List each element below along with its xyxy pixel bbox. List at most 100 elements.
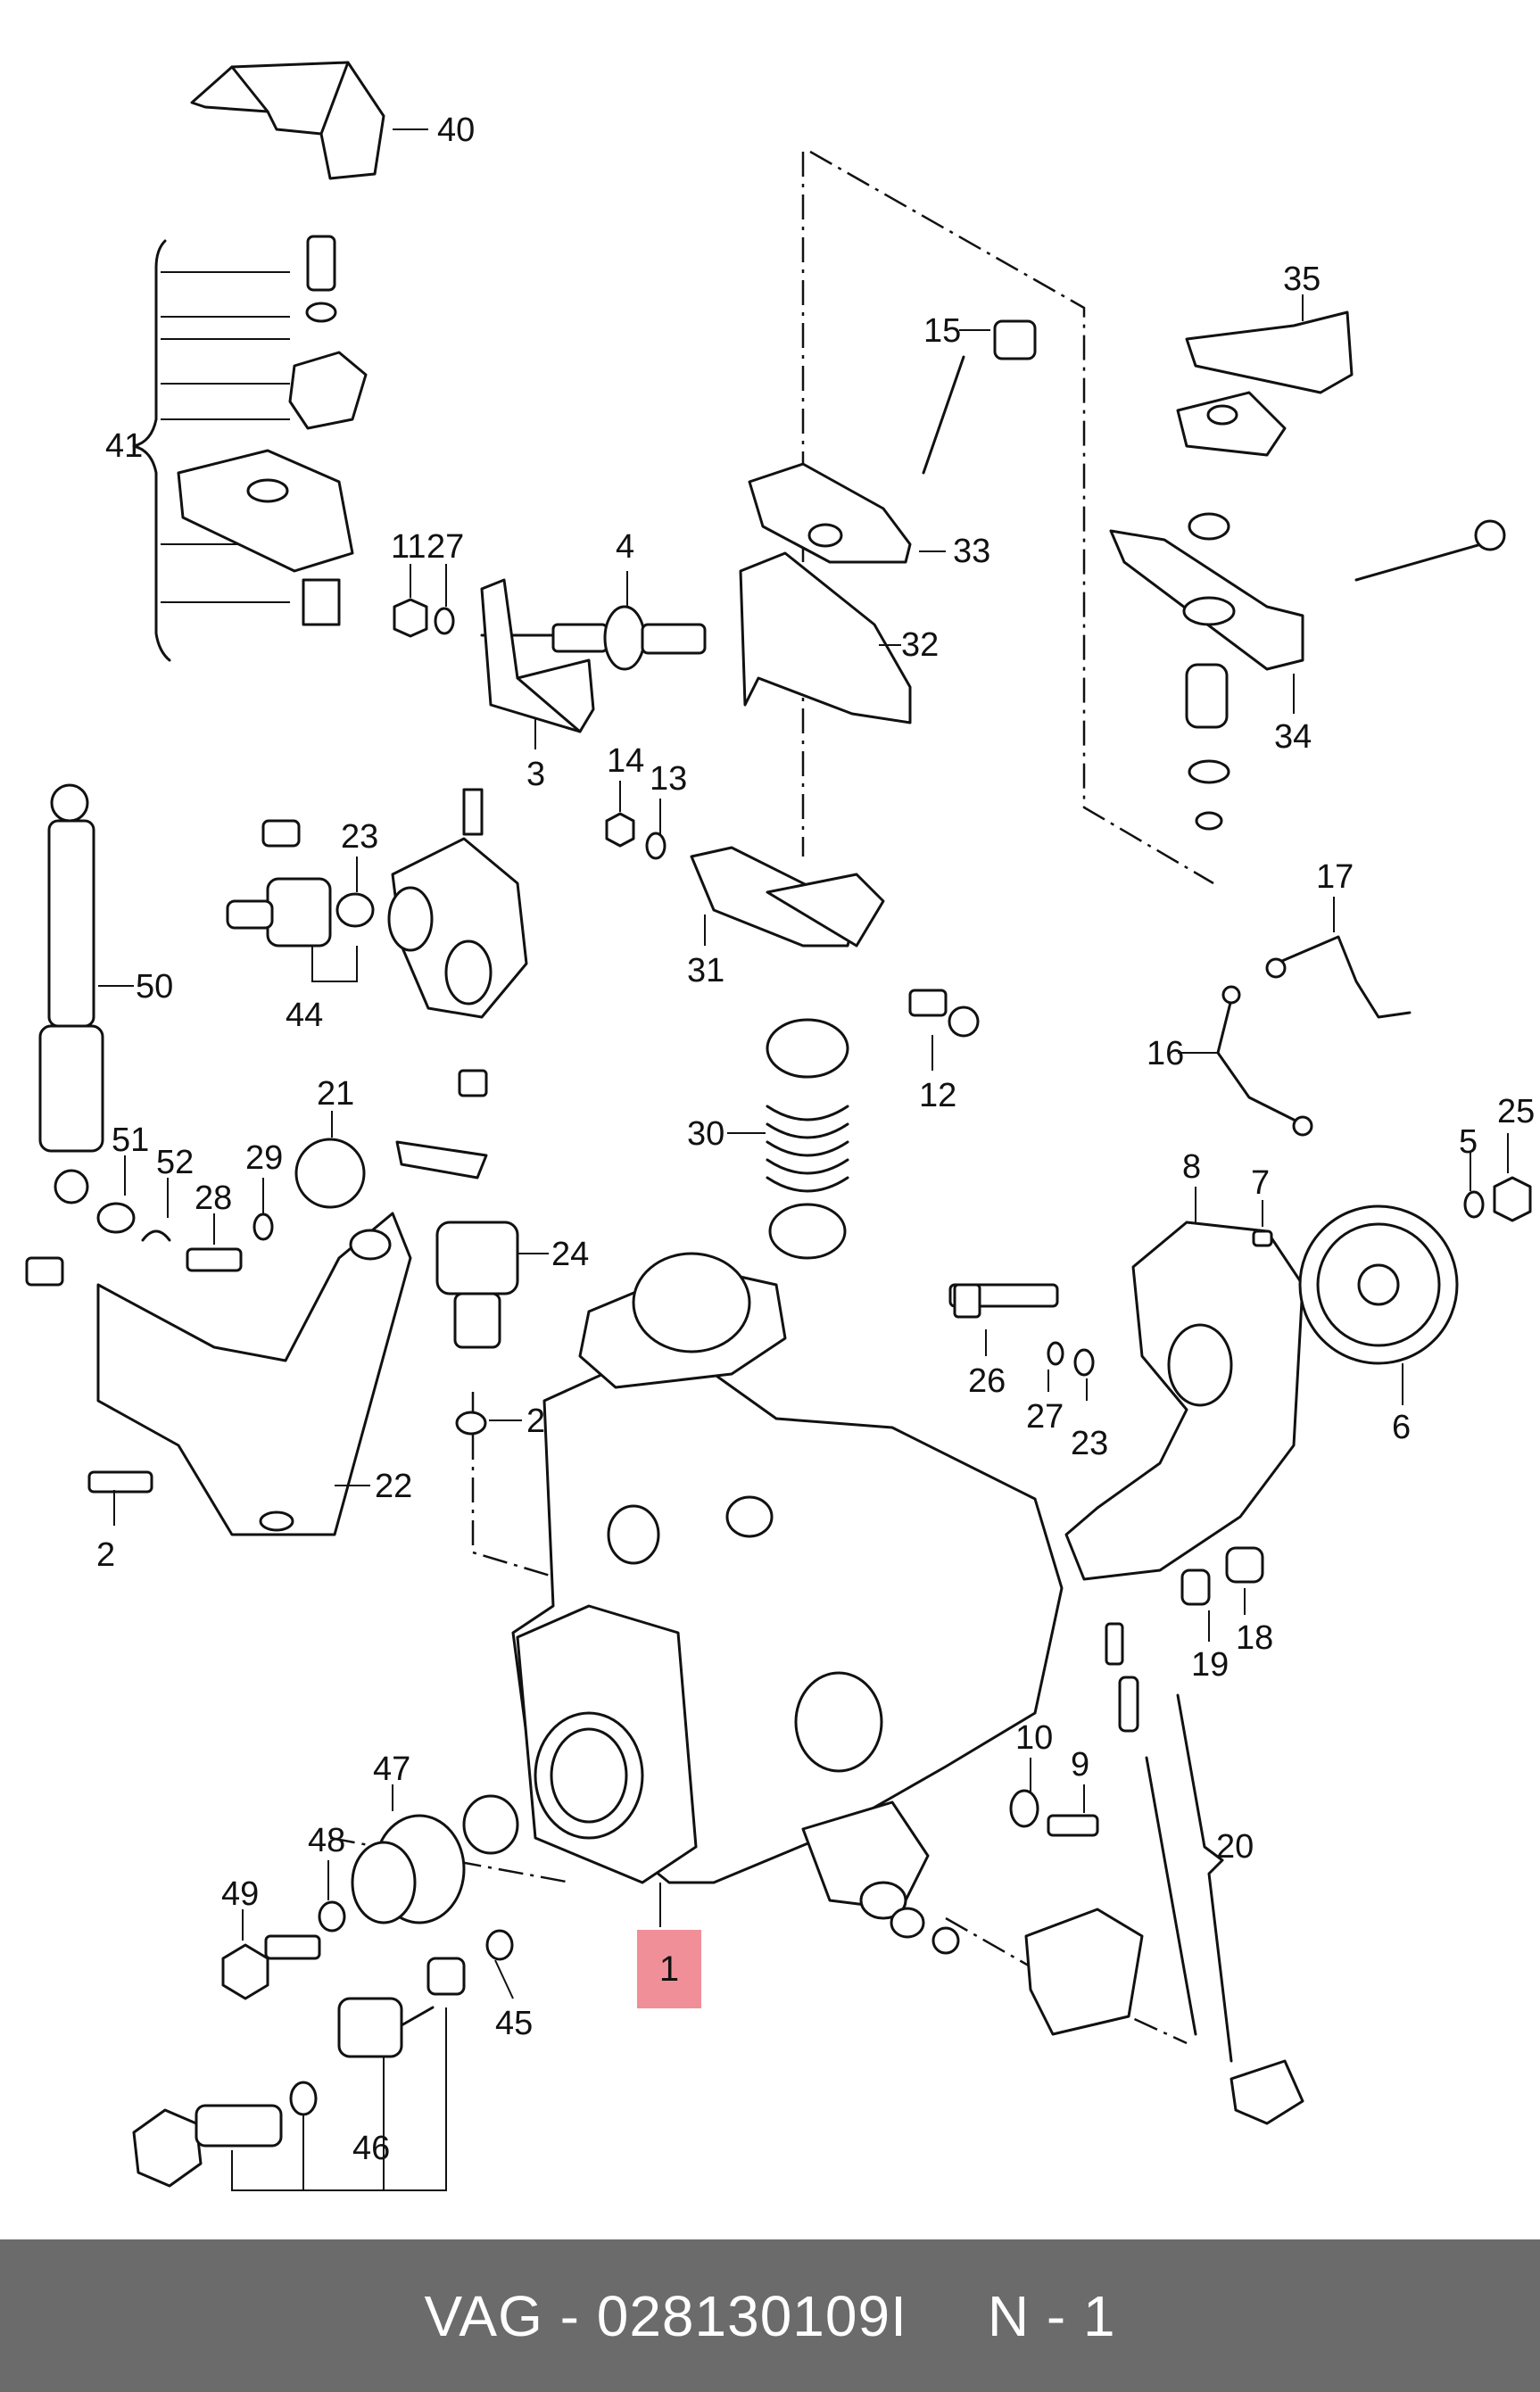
part-25-bolt xyxy=(948,1283,1059,1319)
part-26-washer xyxy=(1047,1341,1064,1366)
part-44-valve xyxy=(226,788,528,1019)
callout-23: 23 xyxy=(341,818,378,856)
part-16-pipe xyxy=(1216,985,1313,1137)
part-24-sensor xyxy=(395,1069,519,1349)
callout-22: 22 xyxy=(375,1468,412,1505)
assembly-line-left xyxy=(471,1392,652,1608)
callout-15: 15 xyxy=(923,312,961,350)
callout-34: 34 xyxy=(1274,718,1312,756)
part-7-washer xyxy=(1463,1190,1485,1219)
part-2-mounting-bracket xyxy=(1064,1221,1304,1581)
callout-8: 7 xyxy=(1251,1164,1270,1202)
part-27-washer xyxy=(434,607,455,635)
part-5-gear xyxy=(1298,1204,1459,1365)
part-9-bolt xyxy=(1047,1814,1099,1837)
part-35-bracket xyxy=(1176,310,1354,457)
part-30-spring xyxy=(766,1018,849,1260)
callout-2: 8 xyxy=(1182,1148,1201,1186)
callout-33: 33 xyxy=(953,533,990,570)
part-22-bracket xyxy=(25,1212,412,1536)
assembly-line-top xyxy=(809,150,1214,885)
callout-45: 45 xyxy=(495,2005,533,2042)
callout-21: 21 xyxy=(317,1075,354,1113)
part-28-bolt-upper xyxy=(186,1247,243,1272)
highlighted-part-marker xyxy=(637,1930,701,2008)
part-49-bolt xyxy=(221,1934,321,2000)
part-45-seal xyxy=(426,1929,514,1996)
callout-11: 11 xyxy=(391,528,426,566)
part-23-washer xyxy=(335,892,375,928)
part-19-plug xyxy=(1180,1568,1211,1606)
part-17-pipe xyxy=(1265,935,1412,1019)
part-11-nut xyxy=(393,598,428,638)
callout-17: 17 xyxy=(1316,858,1354,896)
callout-50: 50 xyxy=(136,968,173,1006)
part-23-washer-mid xyxy=(455,1411,487,1436)
part-15-cap xyxy=(993,319,1037,360)
callout-25: 26 xyxy=(968,1362,1006,1400)
part-34-lever-assembly xyxy=(1109,512,1506,831)
callout-6: 25 xyxy=(1497,1093,1535,1130)
callout-4: 4 xyxy=(616,528,634,566)
footer-bar: VAG - 028130109I N - 1 xyxy=(0,2239,1540,2392)
callout-18: 18 xyxy=(1236,1619,1273,1657)
part-1-injection-pump xyxy=(511,1252,1064,1920)
part-3-bracket xyxy=(480,578,595,733)
part-46-valve-assembly xyxy=(132,1997,435,2188)
callout-16: 16 xyxy=(1147,1035,1184,1072)
callout-12: 12 xyxy=(919,1077,956,1114)
part-8-key xyxy=(1252,1229,1273,1247)
part-32-plate xyxy=(739,551,912,724)
callout-35: 35 xyxy=(1283,261,1321,298)
callout-47: 47 xyxy=(373,1751,410,1788)
callout-27: 27 xyxy=(426,528,464,566)
callout-49: 49 xyxy=(221,1875,259,1913)
footer-part-label: VAG - 028130109I xyxy=(424,2283,907,2348)
callout-41: 41 xyxy=(105,427,143,465)
part-48-washer xyxy=(318,1900,346,1933)
callout-48: 48 xyxy=(308,1822,345,1859)
callout-9: 9 xyxy=(1071,1746,1089,1784)
part-27-washer-right xyxy=(1073,1348,1095,1377)
callout-27b: 23 xyxy=(1071,1425,1108,1462)
part-18-cap xyxy=(1225,1546,1264,1584)
highlighted-part-number: 1 xyxy=(658,1949,680,1989)
exploded-parts-diagram: 40 41 11 27 4 3 15 xyxy=(25,61,1535,2191)
callout-13: 13 xyxy=(650,760,687,798)
callout-24: 24 xyxy=(551,1236,589,1273)
part-41-bracket-group xyxy=(132,235,368,662)
part-4-solenoid xyxy=(480,605,707,671)
callout-44: 44 xyxy=(286,997,323,1034)
part-33-plate xyxy=(748,355,965,564)
callout-7: 5 xyxy=(1459,1123,1478,1161)
part-14-nut xyxy=(605,812,635,848)
callout-14: 14 xyxy=(607,742,644,780)
callout-40: 40 xyxy=(437,112,475,149)
part-12-bolt xyxy=(908,989,980,1038)
callout-30: 30 xyxy=(687,1115,724,1153)
part-21-grommet xyxy=(294,1138,366,1209)
part-28-bolt-lower xyxy=(87,1470,153,1494)
callout-5: 6 xyxy=(1392,1409,1411,1446)
part-6-nut xyxy=(1493,1176,1532,1222)
callout-51: 51 xyxy=(112,1122,149,1159)
part-52-clip xyxy=(141,1229,171,1242)
part-51-bushing xyxy=(96,1202,136,1234)
part-40-cover xyxy=(190,61,385,180)
callout-10: 10 xyxy=(1015,1719,1053,1757)
assembly-line-bottom-left xyxy=(329,1836,572,1884)
footer-quantity-label: N - 1 xyxy=(987,2283,1116,2348)
callout-20: 20 xyxy=(1216,1828,1254,1866)
callout-3: 3 xyxy=(526,756,545,793)
callout-31: 31 xyxy=(687,952,724,989)
callout-52: 52 xyxy=(156,1144,194,1181)
callout-32: 32 xyxy=(901,626,939,664)
callout-46: 46 xyxy=(352,2130,390,2167)
callout-28: 28 xyxy=(195,1179,232,1217)
part-13-washer xyxy=(645,832,667,860)
callout-28b: 2 xyxy=(96,1536,115,1574)
part-47-cap xyxy=(351,1794,519,1924)
part-31-lever xyxy=(690,846,885,948)
callout-19: 19 xyxy=(1191,1646,1229,1684)
part-10-washer xyxy=(1009,1789,1039,1828)
